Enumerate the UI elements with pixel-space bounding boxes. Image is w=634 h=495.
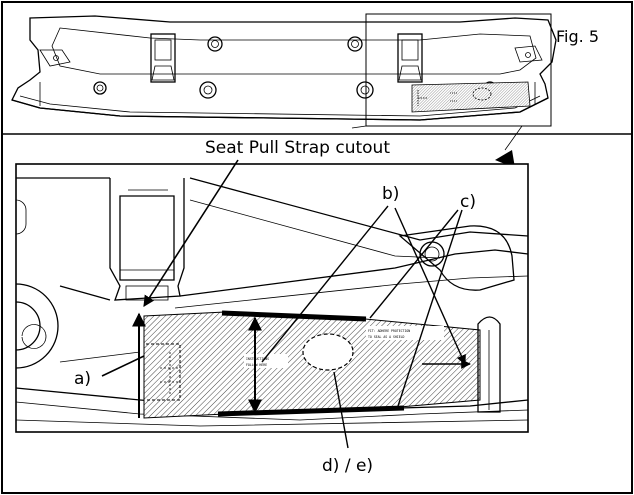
label-c: c) — [460, 192, 476, 212]
leader-seat-pull — [143, 159, 239, 307]
detail-view: INSTRUCTIONS FOLLOW HERE FIT: ADHERE PRO… — [15, 163, 529, 433]
leader-c-left — [369, 209, 459, 319]
leader-de — [333, 371, 349, 449]
edge-bar-top — [221, 310, 367, 322]
cutout-oval — [302, 333, 354, 371]
leader-a — [101, 355, 145, 377]
strap-cutout-outline — [146, 343, 181, 401]
label-seat-pull-strap: Seat Pull Strap cutout — [205, 138, 390, 158]
sticker-line-adhere: FIT: ADHERE PROTECTION — [368, 329, 410, 333]
zoom-region-frame — [365, 13, 552, 127]
sticker-line-shield: TO SEAL AS A SHIELD — [368, 335, 405, 339]
label-b: b) — [382, 184, 399, 204]
leader-b-right — [394, 207, 466, 365]
label-de: d) / e) — [322, 456, 373, 476]
seat-overview — [11, 15, 557, 121]
leader-b-left — [261, 205, 389, 363]
figure-label: Fig. 5 — [556, 27, 599, 46]
leader-c-right — [397, 209, 463, 407]
label-a: a) — [74, 369, 91, 389]
sticker-line-follow: FOLLOW HERE — [246, 363, 267, 367]
overview-protection-area — [411, 81, 531, 113]
callout-leaders — [101, 159, 471, 449]
